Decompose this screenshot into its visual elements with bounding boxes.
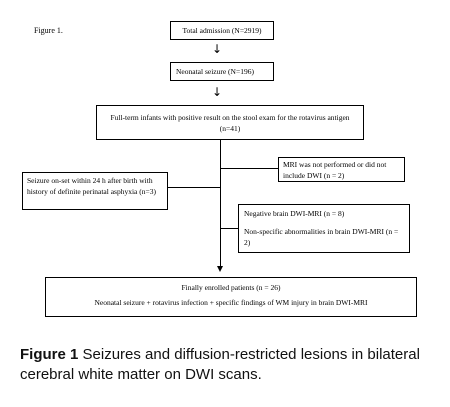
nonspecific-dwi-text: Non-specific abnormalities in brain DWI-… xyxy=(244,227,399,247)
finally-enrolled-box: Finally enrolled patients (n = 26) Neona… xyxy=(45,277,417,317)
arrow-head-icon xyxy=(217,266,223,272)
down-arrow-icon: ↓ xyxy=(212,85,223,99)
caption-text: Seizures and diffusion-restricted lesion… xyxy=(20,346,420,383)
fullterm-infants-text: Full-term infants with positive result o… xyxy=(110,112,350,133)
finally-enrolled-text: Finally enrolled patients (n = 26) xyxy=(181,283,281,292)
dwi-result-box: Negative brain DWI-MRI (n = 8) Non-speci… xyxy=(238,204,410,253)
fullterm-infants-box: Full-term infants with positive result o… xyxy=(96,105,364,140)
final-detail-text: Neonatal seizure + rotavirus infection +… xyxy=(94,298,368,307)
mri-not-performed-text: MRI was not performed or did not include… xyxy=(283,160,387,180)
down-arrow-icon: ↓ xyxy=(212,42,223,56)
branch-line-left xyxy=(168,187,220,188)
caption-label: Figure 1 xyxy=(20,346,79,363)
main-flow-line xyxy=(220,140,221,266)
neonatal-seizure-box: Neonatal seizure (N=196) xyxy=(170,62,274,81)
figure-caption: Figure 1 Seizures and diffusion-restrict… xyxy=(20,345,445,385)
negative-dwi-text: Negative brain DWI-MRI (n = 8) xyxy=(244,209,345,218)
total-admission-box: Total admission (N=2919) xyxy=(170,21,274,40)
neonatal-seizure-text: Neonatal seizure (N=196) xyxy=(176,67,254,76)
mri-not-performed-box: MRI was not performed or did not include… xyxy=(278,157,405,182)
figure-label: Figure 1. xyxy=(34,26,63,35)
seizure-onset-text: Seizure on-set within 24 h after birth w… xyxy=(27,176,156,196)
branch-line-right-2 xyxy=(220,228,238,229)
seizure-onset-box: Seizure on-set within 24 h after birth w… xyxy=(22,172,168,210)
total-admission-text: Total admission (N=2919) xyxy=(182,26,262,35)
branch-line-right xyxy=(220,168,278,169)
